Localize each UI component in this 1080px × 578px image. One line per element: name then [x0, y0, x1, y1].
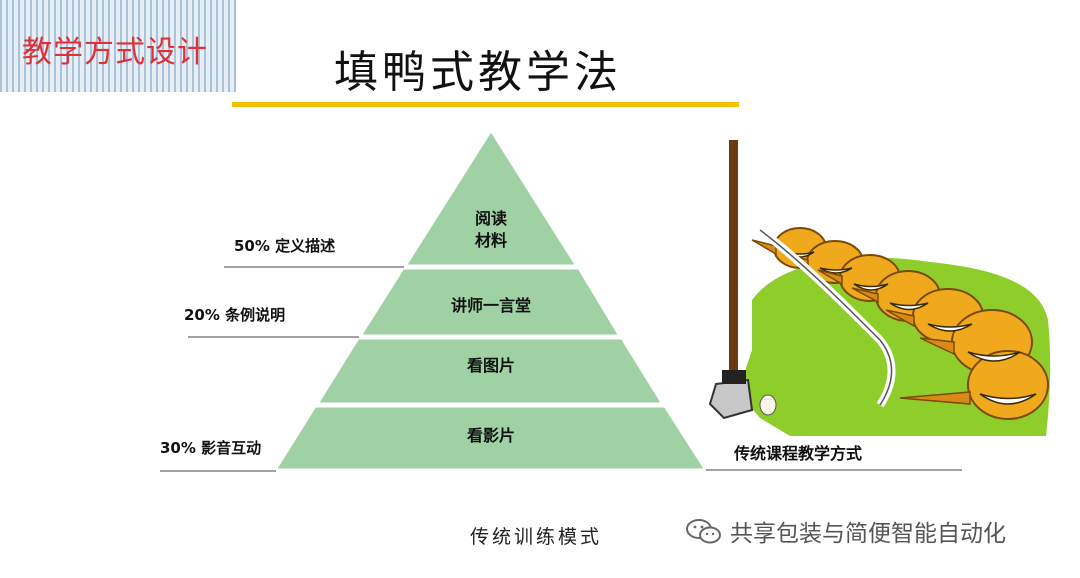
side-label-3: 30% 影音互动 [160, 439, 262, 457]
pyramid-tier-3 [314, 336, 666, 406]
pyramid-tier-3-label: 看图片 [466, 356, 515, 375]
beak-3 [817, 269, 843, 286]
beak-1 [751, 239, 777, 256]
duck-grins [785, 251, 1037, 405]
watermark: 共享包装与简便智能自动化 [684, 514, 1006, 548]
grin-7 [979, 393, 1037, 405]
beak-5 [885, 309, 915, 328]
side-label-2: 20% 条例说明 [184, 306, 286, 324]
beak-7 [899, 391, 971, 405]
section-tag: 教学方式设计 [0, 0, 236, 92]
grin-3 [853, 283, 889, 291]
grin-4 [889, 302, 929, 311]
side-label-1: 50% 定义描述 [234, 237, 336, 255]
title-underline [232, 102, 739, 107]
wechat-icon [686, 519, 721, 544]
section-tag-label: 教学方式设计 [22, 35, 208, 70]
pyramid-tier-1 [402, 127, 580, 268]
shovel-blade [708, 378, 754, 420]
pyramid-caption: 传统训练模式 [470, 526, 603, 548]
illustration-caption: 传统课程教学方式 [734, 444, 863, 463]
duck-beaks [751, 239, 971, 405]
feeding-skewer-outline [759, 229, 893, 406]
duck-feeding-illustration [708, 140, 1051, 436]
page-title: 填鸭式教学法 [334, 47, 622, 98]
pyramid [272, 127, 709, 472]
egg [759, 394, 777, 416]
pyramid-tier-2 [357, 266, 623, 338]
watermark-text: 共享包装与简便智能自动化 [730, 521, 1006, 547]
beak-4 [851, 287, 879, 304]
duck-7 [967, 350, 1049, 420]
grin-5 [927, 323, 973, 332]
beak-6 [919, 337, 955, 356]
shovel-collar [722, 370, 746, 384]
feeding-pole [729, 140, 738, 380]
pyramid-tier-1-label: 阅读 材料 [474, 209, 507, 250]
pyramid-tier-2-label: 讲师一言堂 [450, 296, 531, 315]
grin-6 [967, 351, 1021, 362]
pyramid-tier-4-label: 看影片 [466, 426, 515, 445]
